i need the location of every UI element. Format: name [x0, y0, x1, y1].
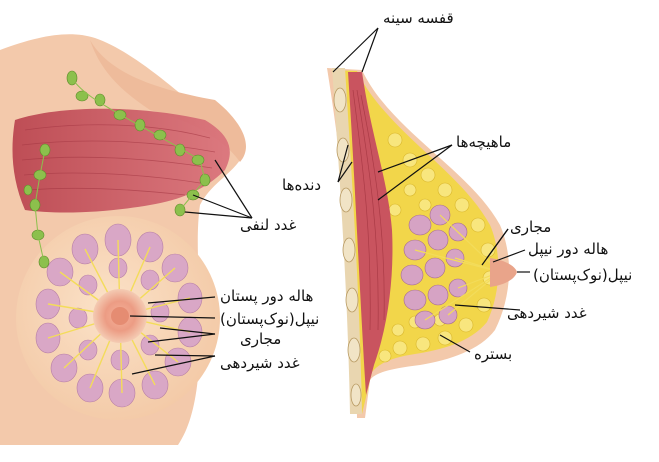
- label-areola-right: هاله دور نیپل: [528, 240, 609, 258]
- ribs: [333, 87, 362, 407]
- fat-globules: [378, 132, 498, 363]
- pectoral-muscle: [12, 108, 230, 213]
- cross-section-illustration: [327, 68, 517, 418]
- nipple-section: [490, 258, 517, 287]
- label-mammary-left: غدد شیردهی: [220, 354, 300, 372]
- label-ducts-right: مجاری: [510, 218, 552, 236]
- label-fat-tissue: بستره: [474, 345, 513, 363]
- muscle-section: [348, 72, 393, 395]
- label-ducts-left: مجاری: [240, 330, 282, 348]
- label-lymph-nodes: غدد لنفی: [240, 216, 297, 234]
- leader-lines: [129, 27, 530, 375]
- label-ribs: دنده‌ها: [282, 176, 322, 194]
- nipple-front: [111, 307, 129, 325]
- label-nipple-left: نیپل(نوک‌پستان): [220, 310, 320, 328]
- label-rib-cage: قفسه سینه: [383, 9, 454, 27]
- label-muscles: ماهیچه‌ها: [456, 133, 512, 151]
- label-mammary-right: غدد شیردهی: [507, 304, 587, 322]
- front-view-illustration: [0, 34, 246, 446]
- label-areola-left: هاله دور پستان: [220, 287, 314, 305]
- label-nipple-right: نیپل(نوک‌پستان): [533, 266, 633, 284]
